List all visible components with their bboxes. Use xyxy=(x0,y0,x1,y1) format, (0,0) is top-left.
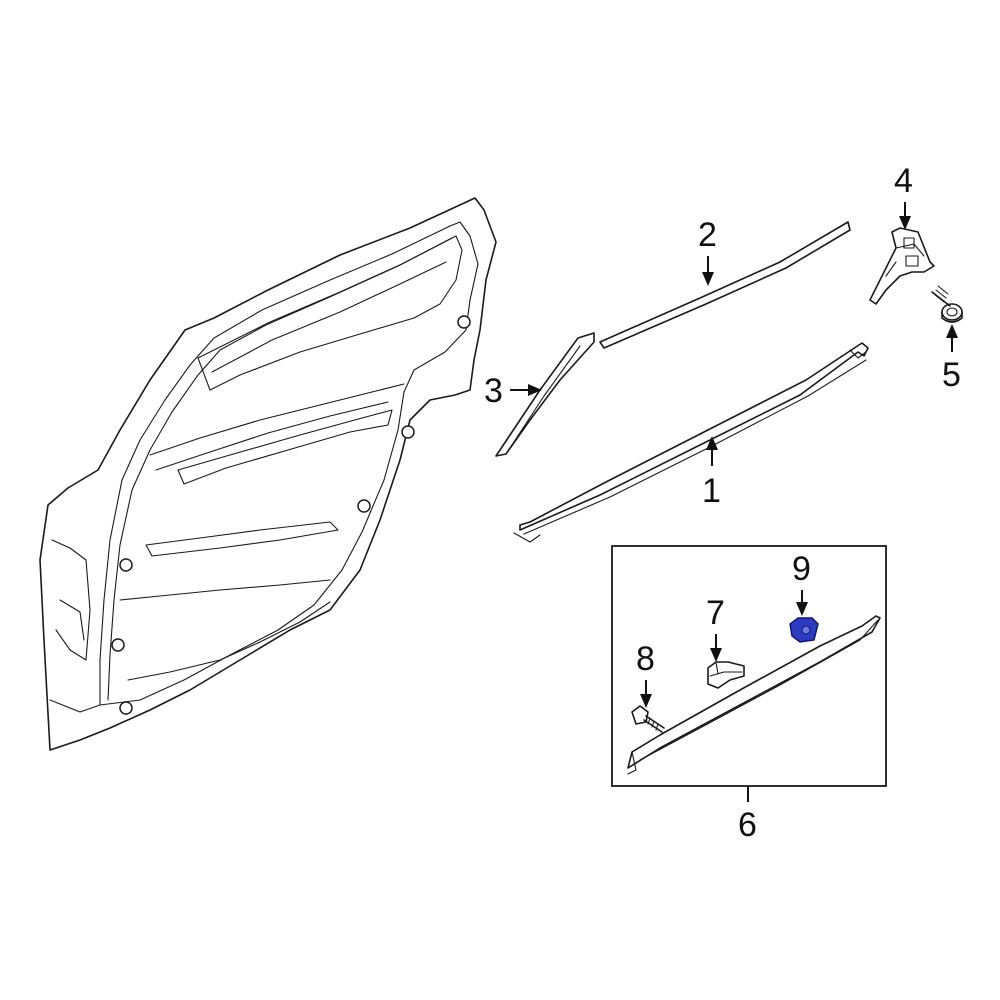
leader-8 xyxy=(640,680,652,708)
part-9-clip-nut xyxy=(789,617,819,643)
leader-9 xyxy=(796,590,808,616)
part-4-corner-bracket xyxy=(869,227,935,305)
callout-1: 1 xyxy=(702,472,721,510)
callout-8: 8 xyxy=(636,640,655,678)
callout-3: 3 xyxy=(484,372,503,410)
part-2-upper-molding xyxy=(599,221,851,349)
leader-2 xyxy=(702,256,714,286)
leader-1 xyxy=(706,436,718,466)
callout-5: 5 xyxy=(942,356,961,394)
leader-7 xyxy=(710,634,722,662)
part-6-lower-molding xyxy=(627,615,881,775)
callout-4: 4 xyxy=(894,162,913,200)
callout-7: 7 xyxy=(706,594,725,632)
part-5-screw xyxy=(931,285,963,323)
leader-4 xyxy=(899,202,911,230)
leader-3 xyxy=(510,384,542,396)
callout-6: 6 xyxy=(738,806,757,844)
callout-9: 9 xyxy=(792,550,811,588)
part-3-trim-piece xyxy=(495,332,595,457)
door-shell xyxy=(39,197,497,751)
part-7-clip xyxy=(707,661,745,689)
part-8-bolt xyxy=(631,705,665,733)
leader-5 xyxy=(946,324,958,352)
callout-2: 2 xyxy=(698,216,717,254)
